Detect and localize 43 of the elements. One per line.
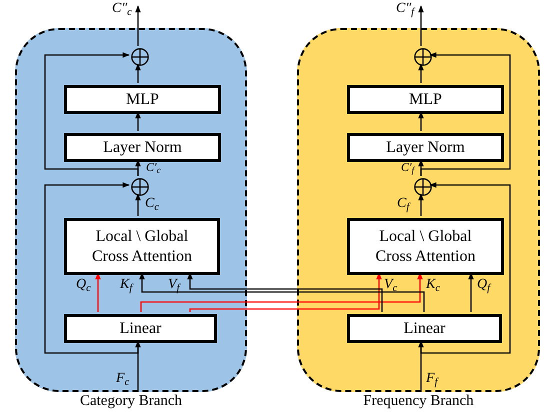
arrow (135, 193, 141, 216)
edge-label: C″$_{f}$ (396, 0, 414, 17)
arrow (468, 272, 474, 312)
arrow (418, 5, 424, 46)
process-box: Layer Norm (347, 133, 504, 162)
edge-label: C$_{f}$ (397, 195, 410, 212)
edge-label: C′$_{f}$ (401, 161, 414, 173)
panel-caption: Category Branch (78, 392, 184, 410)
arrow (418, 63, 424, 83)
process-box: Local \ Global Cross Attention (64, 218, 220, 275)
plus-circle (414, 178, 432, 196)
arrow (420, 52, 511, 176)
process-box: MLP (347, 85, 504, 114)
arrow (44, 182, 139, 354)
arrow (418, 340, 424, 392)
edge-label: C″$_{c}$ (112, 0, 132, 17)
plus-circle (414, 48, 432, 66)
arrow (135, 340, 141, 392)
process-box: MLP (64, 85, 221, 114)
process-box: Layer Norm (64, 133, 221, 162)
edge-label: V$_{c}$ (384, 276, 398, 293)
edge-label: Q$_{f}$ (477, 276, 490, 293)
arrow (95, 272, 101, 312)
arrow (418, 111, 424, 131)
plus-circle (131, 178, 149, 196)
process-box: Local \ Global Cross Attention (347, 218, 504, 275)
edge-label: Q$_{c}$ (76, 276, 91, 293)
plus-circle (131, 48, 149, 66)
edge-label: C′$_{c}$ (146, 161, 161, 173)
arrow (418, 193, 424, 216)
arrow (44, 52, 139, 176)
edge-label: K$_{c}$ (426, 276, 440, 293)
edge-label: F$_{f}$ (426, 370, 438, 387)
arrow (135, 5, 141, 46)
arrow (135, 111, 141, 131)
arrow (135, 63, 141, 83)
process-box: Linear (347, 314, 502, 343)
edge-label: K$_{f}$ (120, 276, 132, 293)
arrow (420, 182, 511, 354)
edge-label: C$_{c}$ (145, 195, 160, 212)
edge-label: F$_{c}$ (116, 370, 130, 387)
process-box: Linear (64, 314, 217, 343)
panel-caption: Frequency Branch (362, 392, 475, 410)
